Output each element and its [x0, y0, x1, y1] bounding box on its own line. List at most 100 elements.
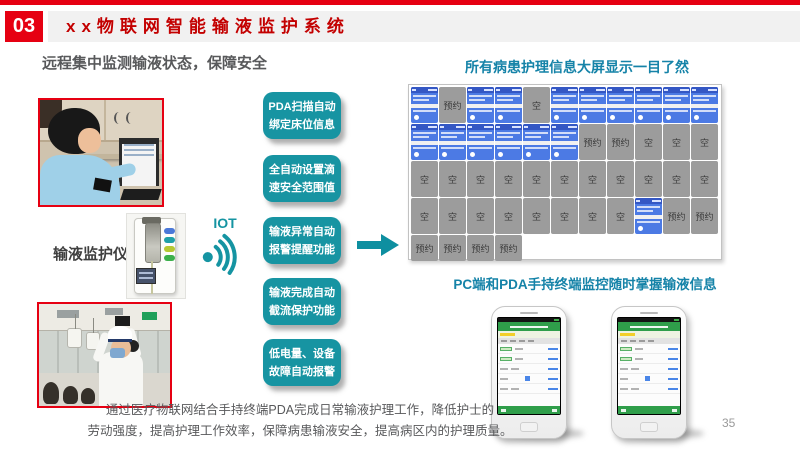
home-button — [520, 422, 538, 432]
grid-cell-patient — [663, 87, 690, 123]
grid-cell-empty: 空 — [411, 198, 438, 234]
grid-row: 空空空空空空空空预约预约 — [411, 198, 719, 234]
terminals-heading: PC端和PDA手持终端监控随时掌握输液信息 — [453, 277, 717, 292]
device-button — [164, 246, 175, 252]
grid-cell-patient — [579, 87, 606, 123]
grid-cell-reserved: 预约 — [495, 235, 522, 261]
grid-cell-reserved: 预约 — [691, 198, 718, 234]
exit-sign — [142, 312, 157, 320]
nurse-figure — [99, 352, 143, 406]
grid-cell-empty: 空 — [691, 124, 718, 160]
pda-phone-1 — [491, 306, 567, 439]
grid-row: 预约预约预约预约 — [411, 235, 719, 261]
grid-cell-empty: 空 — [495, 161, 522, 197]
grid-cell-empty: 空 — [691, 161, 718, 197]
flow-box-4: 输液完成自动 截流保护功能 — [263, 278, 341, 325]
flow-box-5: 低电量、设备 故障自动报警 — [263, 339, 341, 386]
patient-figure — [63, 386, 78, 404]
grid-cell-empty: 空 — [607, 161, 634, 197]
grid-cell-empty: 空 — [495, 198, 522, 234]
grid-cell-patient — [635, 198, 662, 234]
grid-cell-empty: 空 — [411, 161, 438, 197]
grid-cell-reserved: 预约 — [411, 235, 438, 261]
keyboard — [120, 189, 162, 200]
grid-cell-patient — [523, 124, 550, 160]
grid-cell-patient — [551, 87, 578, 123]
nurse-cap — [108, 326, 132, 342]
phone-speaker — [520, 312, 538, 314]
grid-cell-reserved: 预约 — [439, 235, 466, 261]
computer-monitor — [119, 138, 159, 186]
phone-speaker — [640, 312, 658, 314]
grid-cell-reserved: 预约 — [607, 124, 634, 160]
app-footer-bar — [498, 406, 560, 414]
cabinet-handle — [126, 112, 136, 124]
cabinet-handle — [114, 112, 124, 124]
big-screen-heading: 所有病患护理信息大屏显示一目了然 — [465, 59, 689, 75]
grid-cell-patient — [635, 87, 662, 123]
device-button — [164, 237, 175, 243]
app-footer-bar — [618, 406, 680, 414]
grid-cell-patient — [467, 124, 494, 160]
grid-cell-patient — [607, 87, 634, 123]
flow-box-1: PDA扫描自动 绑定床位信息 — [263, 92, 341, 139]
home-button — [640, 422, 658, 432]
grid-cell-patient — [467, 87, 494, 123]
right-arrow-icon — [357, 232, 399, 263]
flow-box-2: 全自动设置滴 速安全范围值 — [263, 155, 341, 202]
footer-paragraph: 通过医疗物联网结合手持终端PDA完成日常输液护理工作，降低护士的 劳动强度，提高… — [87, 403, 513, 438]
grid-cell-empty: 空 — [523, 161, 550, 197]
iv-bag — [67, 314, 82, 348]
patient-figure — [43, 382, 59, 404]
photo-nurse-computer — [38, 98, 164, 207]
app-header-bar — [498, 322, 560, 331]
grid-cell-empty: 空 — [579, 198, 606, 234]
grid-cell-empty: 空 — [663, 161, 690, 197]
grid-cell-empty: 空 — [439, 198, 466, 234]
phone-screen — [497, 317, 561, 415]
grid-cell-empty: 空 — [551, 198, 578, 234]
device-lcd — [136, 268, 156, 284]
slide-number-badge: 03 — [5, 11, 43, 42]
device-label: 输液监护仪 — [53, 246, 129, 263]
grid-row: 预约预约空空空 — [411, 124, 719, 160]
infusion-monitor-photo — [126, 213, 186, 299]
grid-cell-empty: 空 — [607, 198, 634, 234]
grid-cell-patient — [439, 124, 466, 160]
patient-figure — [81, 388, 95, 404]
wifi-signal-icon — [196, 227, 249, 288]
grid-row: 预约 空 — [411, 87, 719, 123]
phone-screen — [617, 317, 681, 415]
top-red-strip — [0, 0, 800, 5]
grid-cell-reserved: 预约 — [439, 87, 466, 123]
drip-chamber — [145, 223, 161, 263]
grid-cell-patient — [691, 87, 718, 123]
iot-label: IOT — [213, 215, 237, 231]
grid-cell-patient — [411, 124, 438, 160]
grid-row: 空空空空空空空空空空空 — [411, 161, 719, 197]
grid-cell-empty: 空 — [467, 161, 494, 197]
page-title: xx物联网智能输液监护系统 — [66, 17, 350, 36]
page-number: 35 — [722, 416, 736, 430]
grid-cell-patient — [495, 124, 522, 160]
app-header-bar — [618, 322, 680, 331]
grid-cell-reserved: 预约 — [579, 124, 606, 160]
device-button — [164, 228, 175, 234]
grid-cell-empty: 空 — [523, 87, 550, 123]
grid-cell-reserved: 预约 — [663, 198, 690, 234]
grid-cell-empty: 空 — [635, 124, 662, 160]
pda-phone-2 — [611, 306, 687, 439]
grid-cell-empty: 空 — [439, 161, 466, 197]
grid-cell-reserved: 预约 — [467, 235, 494, 261]
grid-cell-patient — [551, 124, 578, 160]
grid-cell-empty: 空 — [467, 198, 494, 234]
pda-device — [115, 316, 130, 326]
grid-cell-empty: 空 — [635, 161, 662, 197]
subtitle: 远程集中监测输液状态，保障安全 — [42, 55, 268, 72]
grid-cell-empty: 空 — [523, 198, 550, 234]
grid-cell-patient — [411, 87, 438, 123]
grid-cell-empty: 空 — [663, 124, 690, 160]
flow-box-3: 输液异常自动 报警提醒功能 — [263, 217, 341, 264]
big-screen-grid: 预约空预约预约空空空空空空空空空空空空空空空空空空空空空空预约预约预约预约预约预… — [408, 84, 722, 261]
